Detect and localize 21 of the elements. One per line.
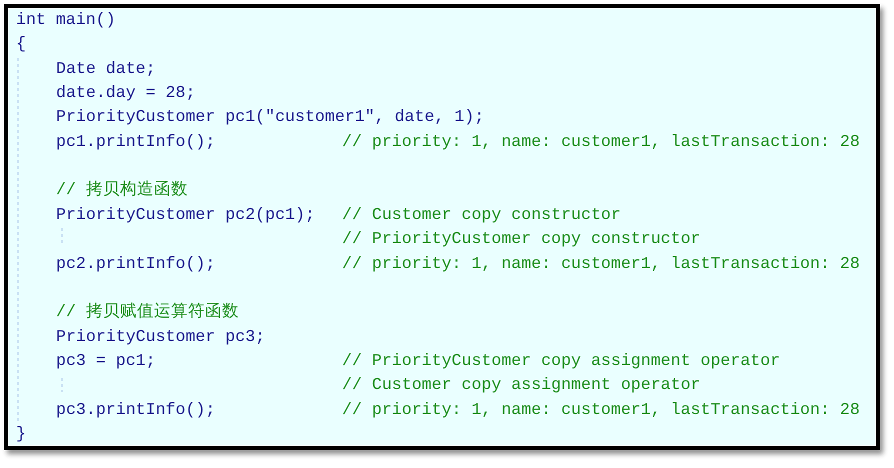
code-line: pc1.printInfo(); (56, 132, 216, 152)
code-comment: // 拷贝赋值运算符函数 (56, 302, 239, 322)
code-line: Date date; (56, 58, 156, 79)
code-line: PriorityCustomer pc3; (56, 326, 266, 347)
code-line: int main() (16, 10, 116, 30)
code-comment: // priority: 1, name: customer1, lastTransaction: 28 (342, 254, 860, 274)
code-comment: // 拷贝构造函数 (56, 180, 188, 200)
code-line: PriorityCustomer pc2(pc1); (56, 204, 315, 225)
code-line: date.day = 28; (56, 83, 196, 104)
code-line: pc3.printInfo(); (56, 400, 216, 420)
code-comment: // PriorityCustomer copy assignment operator (342, 350, 780, 371)
code-line: PriorityCustomer pc1("customer1", date, 1); (56, 107, 484, 128)
code-comment: // Customer copy constructor (342, 204, 621, 225)
code-comment: // PriorityCustomer copy constructor (342, 229, 700, 250)
code-line: } (16, 424, 26, 444)
code-comment: // priority: 1, name: customer1, lastTransaction: 28 (342, 400, 860, 420)
code-comment: // Customer copy assignment operator (342, 375, 700, 396)
code-comment: // priority: 1, name: customer1, lastTransaction: 28 (342, 132, 860, 152)
code-line: { (16, 34, 26, 54)
code-line: pc3 = pc1; (56, 350, 156, 371)
code-line: pc2.printInfo(); (56, 254, 216, 274)
